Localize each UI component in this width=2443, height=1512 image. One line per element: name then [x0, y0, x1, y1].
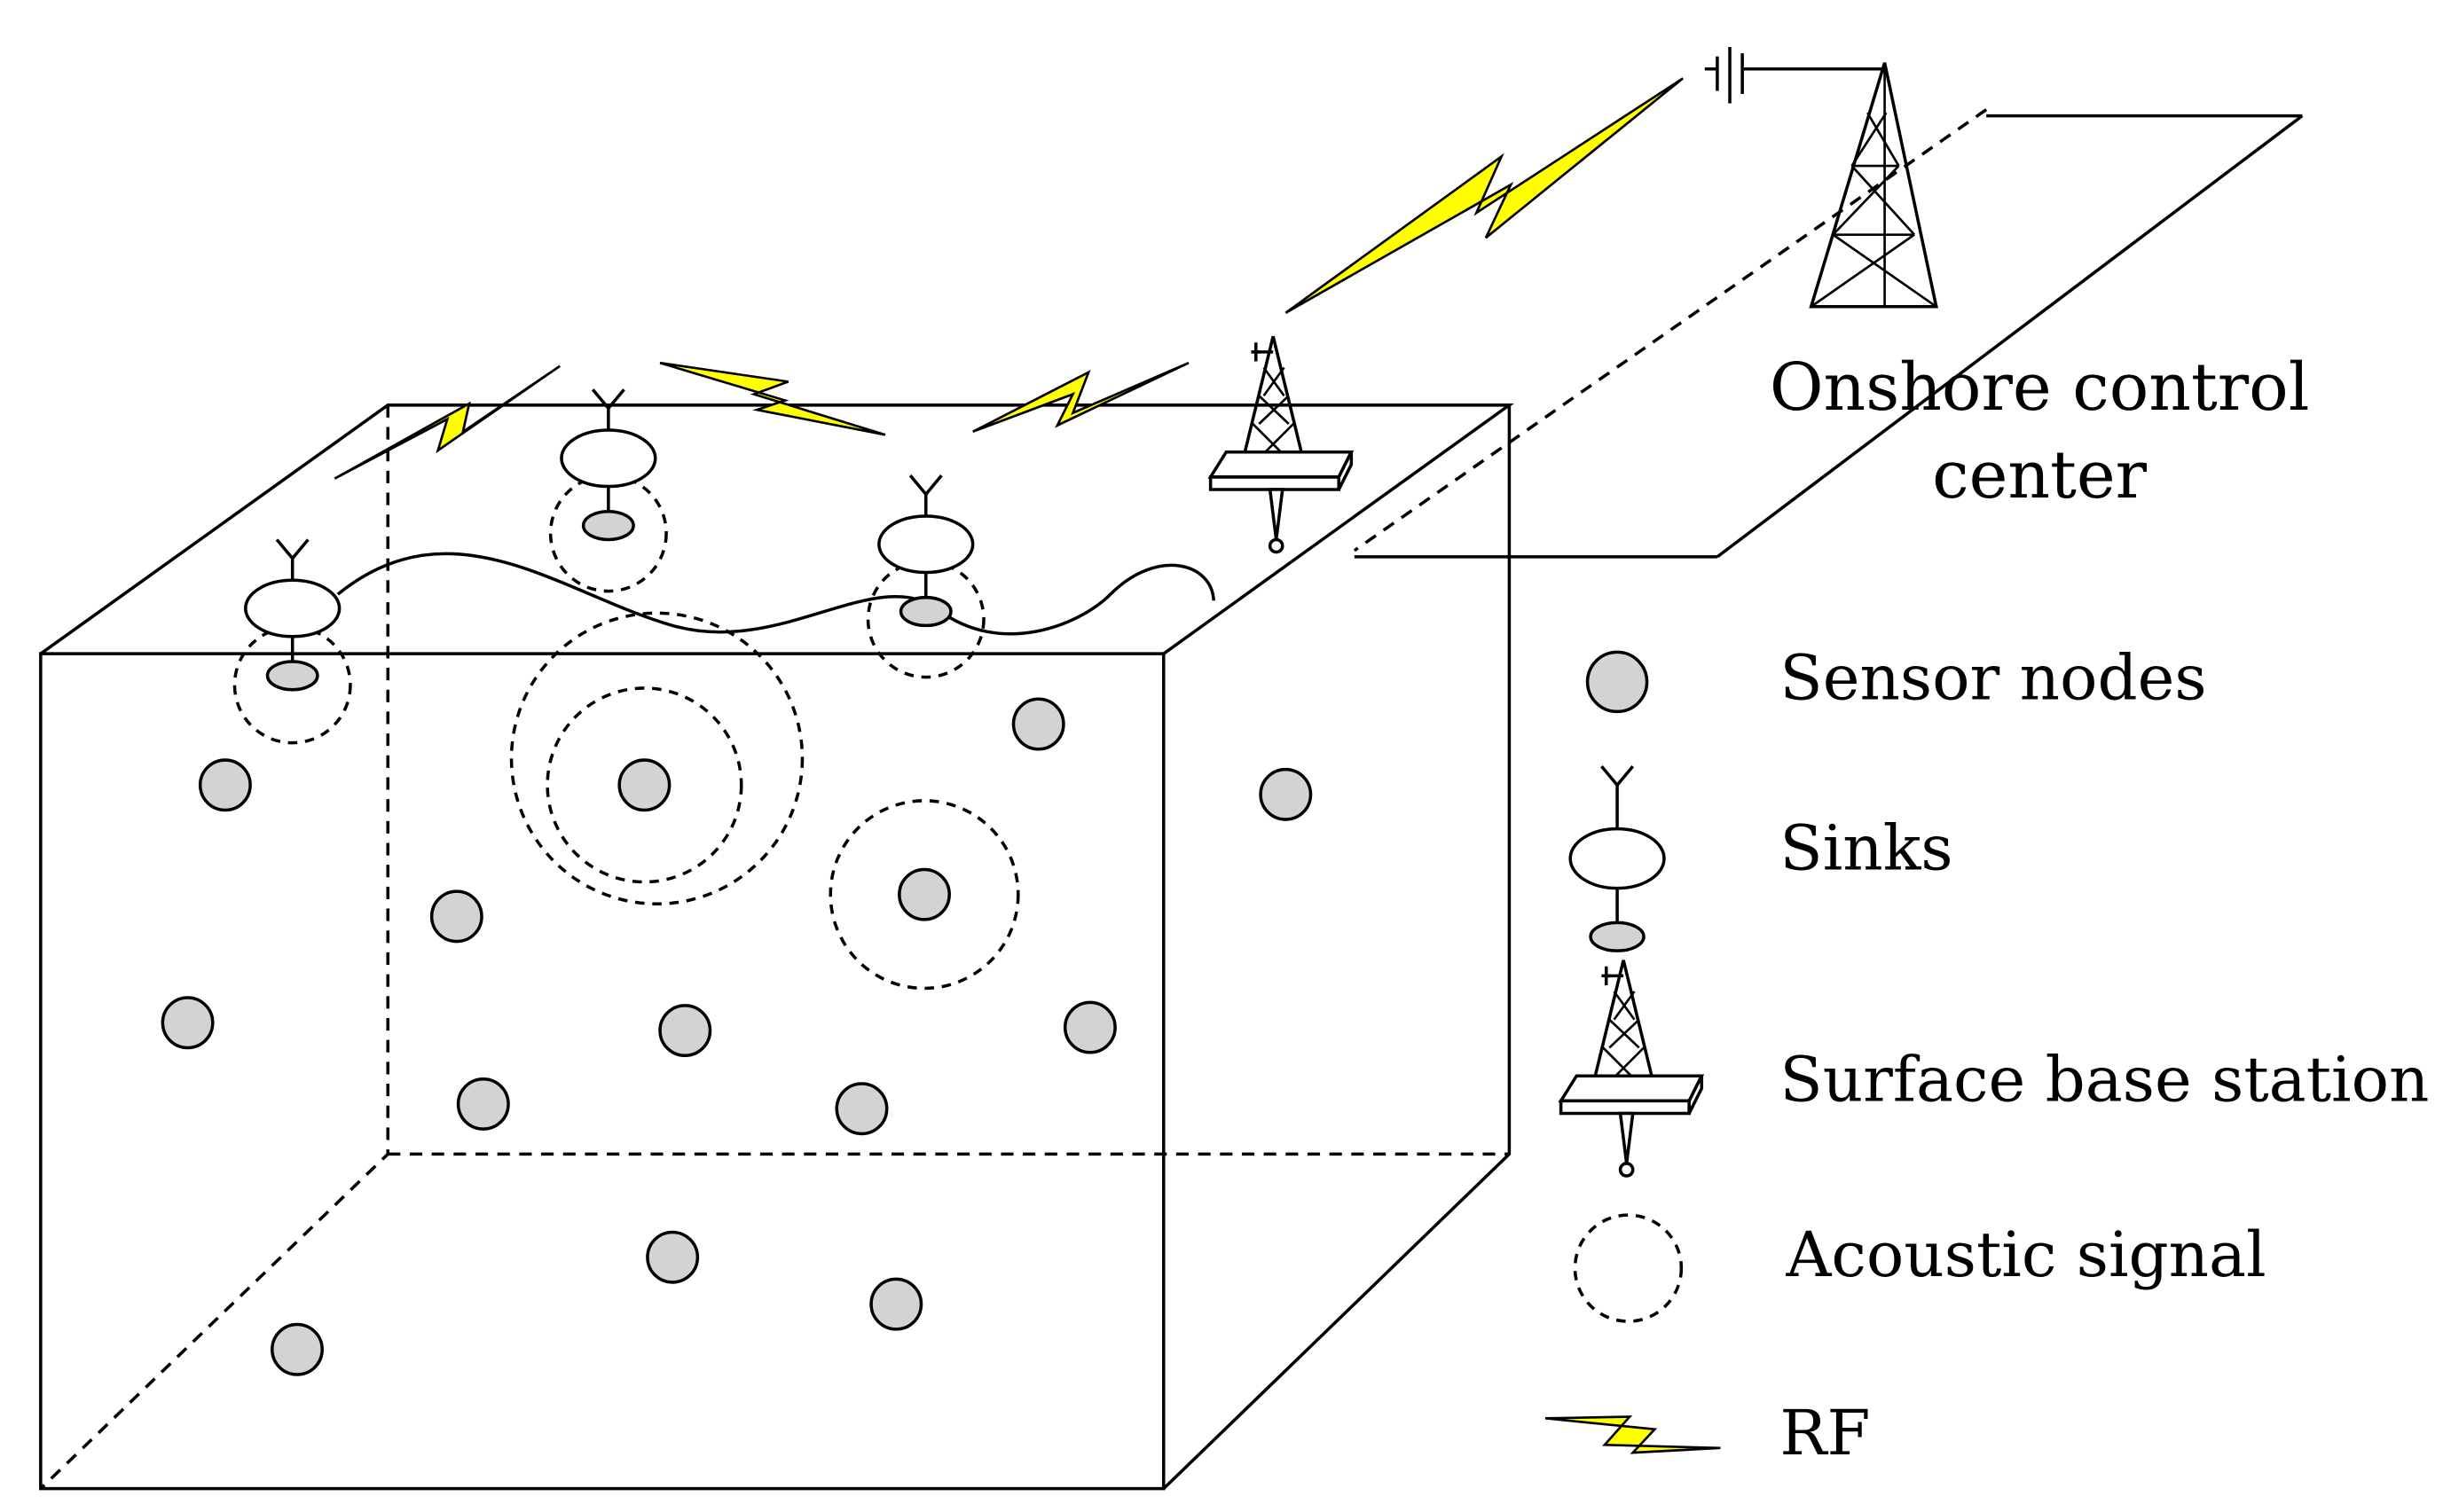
sensor-node: [271, 1322, 324, 1376]
onshore-label-line2: center: [1932, 437, 2148, 513]
sensor-node: [835, 1082, 889, 1136]
sensor-node: [898, 867, 951, 921]
onshore-tower-icon: [1704, 47, 1938, 309]
sensor-nodes: [161, 697, 1313, 1376]
sensor-node: [646, 1230, 700, 1284]
sensor-node: [869, 1277, 923, 1331]
legend-surface-base-station-icon: [1559, 958, 1704, 1178]
rf-links: [334, 77, 1684, 480]
sink-icon: [560, 388, 657, 542]
legend-acoustic-signal-icon: [1573, 1213, 1684, 1323]
sensor-node: [1259, 767, 1313, 821]
sensor-node: [1063, 1000, 1117, 1054]
legend-sinks-label: Sinks: [1779, 811, 1952, 884]
sensor-node: [617, 758, 672, 812]
legend-sensor-node-icon: [1585, 650, 1649, 714]
sensor-node: [456, 1077, 510, 1131]
sensor-node: [658, 1004, 712, 1058]
sensor-node: [198, 758, 252, 812]
acoustic-signals: [232, 474, 1020, 991]
sensor-node: [161, 996, 215, 1050]
sink-icon: [244, 537, 342, 692]
legend-surface-base-station-label: Surface base station: [1779, 1043, 2429, 1116]
water-volume-box: [39, 403, 1514, 1491]
onshore-plane: [1353, 108, 2304, 559]
sensor-node: [429, 889, 483, 944]
sea-surface-wave: [336, 552, 1215, 636]
legend-sensor-nodes-label: Sensor nodes: [1779, 641, 2206, 714]
legend-acoustic-signal-label: Acoustic signal: [1785, 1218, 2266, 1291]
legend-sink-icon: [1568, 764, 1666, 952]
legend-rf-label: RF: [1779, 1397, 1870, 1469]
onshore-label-line1: Onshore control: [1770, 349, 2310, 426]
surface-base-station-icon: [1208, 334, 1354, 554]
legend: Sensor nodes Sinks Surface base station …: [1544, 641, 2429, 1469]
legend-rf-icon: [1544, 1415, 1721, 1454]
sensor-node: [1011, 697, 1065, 751]
sink-icon: [877, 474, 975, 628]
